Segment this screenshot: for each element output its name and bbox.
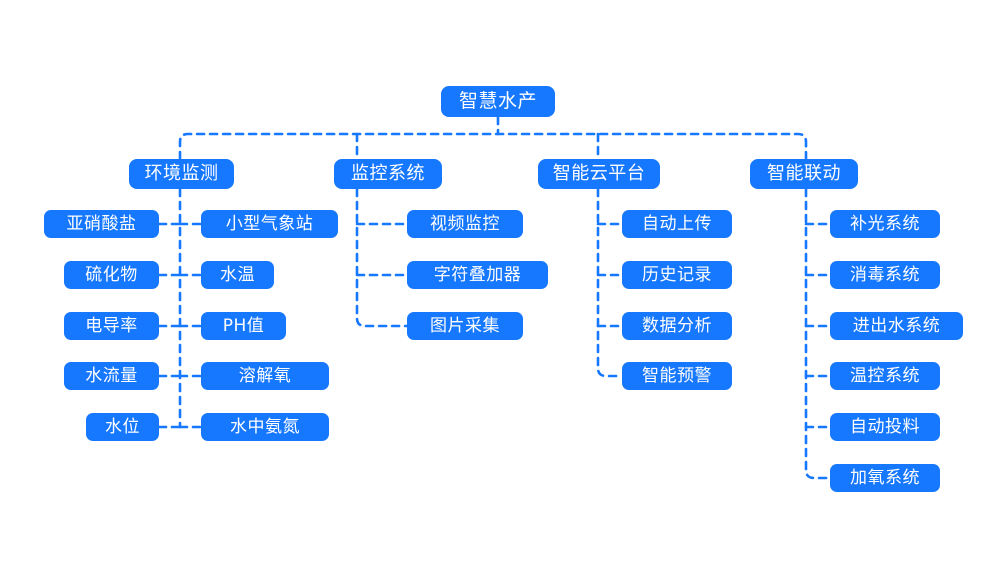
leaf-node[interactable]: 自动投料 [830,413,940,441]
connector-line [804,187,832,480]
leaf-node[interactable]: 数据分析 [622,312,732,340]
leaf-node[interactable]: 硫化物 [64,261,159,289]
leaf-node[interactable]: PH值 [201,312,286,340]
leaf-node[interactable]: 智能预警 [622,362,732,390]
branch-node-3[interactable]: 智能云平台 [538,159,660,189]
leaf-node[interactable]: 溶解氧 [201,362,329,390]
leaf-node[interactable]: 水流量 [64,362,159,390]
leaf-node[interactable]: 水位 [86,413,159,441]
leaf-node[interactable]: 自动上传 [622,210,732,238]
leaf-node[interactable]: 图片采集 [407,312,523,340]
leaf-node[interactable]: 小型气象站 [201,210,338,238]
branch-node-2[interactable]: 监控系统 [334,159,442,189]
leaf-node[interactable]: 进出水系统 [830,312,963,340]
leaf-node[interactable]: 消毒系统 [830,261,940,289]
leaf-node[interactable]: 水温 [201,261,274,289]
leaf-node[interactable]: 加氧系统 [830,464,940,492]
leaf-node[interactable]: 水中氨氮 [201,413,329,441]
leaf-node[interactable]: 温控系统 [830,362,940,390]
connector-line [596,187,624,378]
leaf-node[interactable]: 亚硝酸盐 [44,210,159,238]
leaf-node[interactable]: 历史记录 [622,261,732,289]
leaf-node[interactable]: 补光系统 [830,210,940,238]
leaf-node[interactable]: 视频监控 [407,210,523,238]
leaf-node[interactable]: 电导率 [64,312,159,340]
branch-node-1[interactable]: 环境监测 [129,159,234,189]
root-node[interactable]: 智慧水产 [441,86,555,117]
connector-line [355,187,409,328]
branch-node-4[interactable]: 智能联动 [750,159,858,189]
connector-line [178,132,808,161]
leaf-node[interactable]: 字符叠加器 [407,261,548,289]
